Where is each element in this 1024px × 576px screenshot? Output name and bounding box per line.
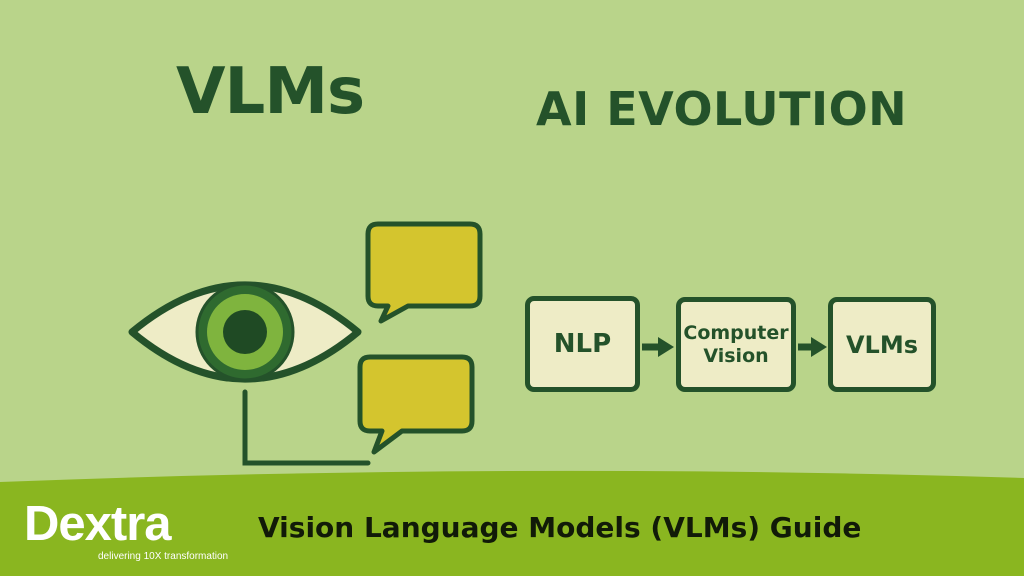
connector-line: [242, 389, 371, 466]
flow-step-computer-vision: Computer Vision: [676, 297, 796, 392]
flow-step-nlp: NLP: [525, 296, 640, 392]
title-ai-evolution: AI EVOLUTION: [536, 82, 908, 136]
title-vlms: VLMs: [176, 55, 365, 129]
arrow-right-icon: [642, 337, 674, 357]
arrow-right-icon: [798, 337, 827, 357]
speech-bubble-icon: [365, 221, 483, 324]
brand-logo: Dextra: [24, 497, 172, 551]
footer-title: Vision Language Models (VLMs) Guide: [258, 511, 862, 544]
brand-tagline: delivering 10X transformation: [98, 551, 229, 562]
speech-bubble-icon: [357, 354, 475, 455]
flow-step-vlms: VLMs: [828, 297, 936, 392]
footer-band: [0, 470, 1024, 576]
eye-icon: [128, 281, 362, 383]
